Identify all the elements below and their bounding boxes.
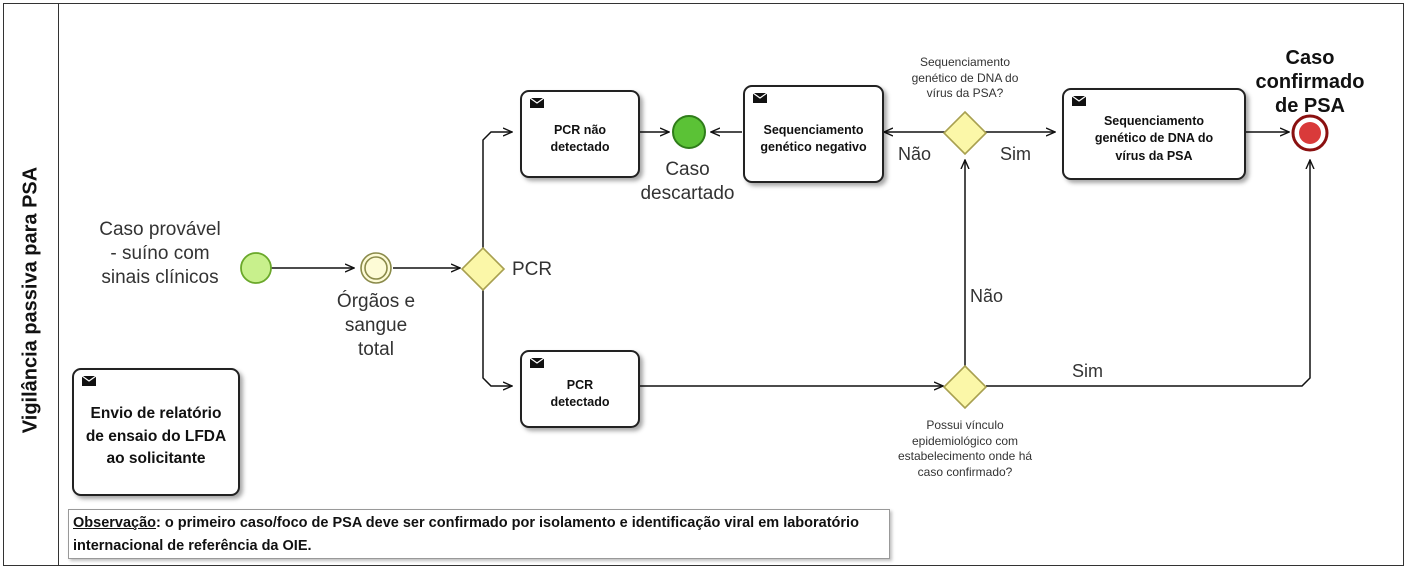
message-icon xyxy=(82,376,96,386)
start-event-label: Caso provável - suíno com sinais clínico… xyxy=(99,219,221,289)
flow-label-epi-no: Não xyxy=(970,286,1004,306)
pcr-gateway xyxy=(460,246,506,292)
sequencing-gateway-question: Sequenciamento genético de DNA do vírus … xyxy=(911,55,1019,101)
task-sequencing-negative[interactable]: Sequenciamento genético negativo xyxy=(743,85,884,183)
flow-label-seq-no: Não xyxy=(898,144,932,164)
observation-note-text: : o primeiro caso/foco de PSA deve ser c… xyxy=(73,515,859,554)
discarded-end-event xyxy=(672,115,706,149)
intermediate-event-label: Órgãos e sangue total xyxy=(336,291,416,361)
task-send-report[interactable]: Envio de relatório de ensaio do LFDA ao … xyxy=(72,368,240,496)
epidemiological-gateway xyxy=(942,364,988,410)
flow-epi-gateway-yes xyxy=(986,160,1310,387)
sequencing-gateway xyxy=(942,110,988,156)
task-pcr-not-detected[interactable]: PCR não detectado xyxy=(520,90,640,178)
observation-note-lead: Observação xyxy=(73,515,157,531)
pcr-gateway-label: PCR xyxy=(512,259,553,280)
task-label: PCR não detectado xyxy=(550,122,610,155)
message-icon xyxy=(1072,96,1086,106)
flow-pcr-to-detected xyxy=(482,289,512,386)
intermediate-event xyxy=(360,252,392,284)
task-label: Envio de relatório de ensaio do LFDA ao … xyxy=(85,405,227,468)
message-icon xyxy=(530,358,544,368)
task-pcr-detected[interactable]: PCR detectado xyxy=(520,350,640,428)
start-event xyxy=(240,252,272,284)
message-icon xyxy=(753,93,767,103)
flow-label-epi-yes: Sim xyxy=(1072,361,1103,381)
task-label: PCR detectado xyxy=(550,377,610,410)
epidemiological-gateway-question: Possui vínculo epidemiológico com estabe… xyxy=(897,418,1033,479)
task-label: Sequenciamento genético negativo xyxy=(760,122,867,155)
flow-label-seq-yes: Sim xyxy=(1000,144,1031,164)
confirmed-event-label: Caso confirmado de PSA xyxy=(1255,47,1365,117)
observation-note: Observação: o primeiro caso/foco de PSA … xyxy=(68,509,890,559)
message-icon xyxy=(530,98,544,108)
task-sequencing-virus[interactable]: Sequenciamento genético de DNA do vírus … xyxy=(1062,88,1246,180)
task-label: Sequenciamento genético de DNA do vírus … xyxy=(1094,113,1214,163)
discarded-event-label: Caso descartado xyxy=(640,159,735,205)
diagram-frame xyxy=(3,3,1404,566)
lane-divider xyxy=(58,3,59,566)
confirmed-end-event xyxy=(1291,114,1329,152)
flow-pcr-to-not-detected xyxy=(482,132,512,248)
